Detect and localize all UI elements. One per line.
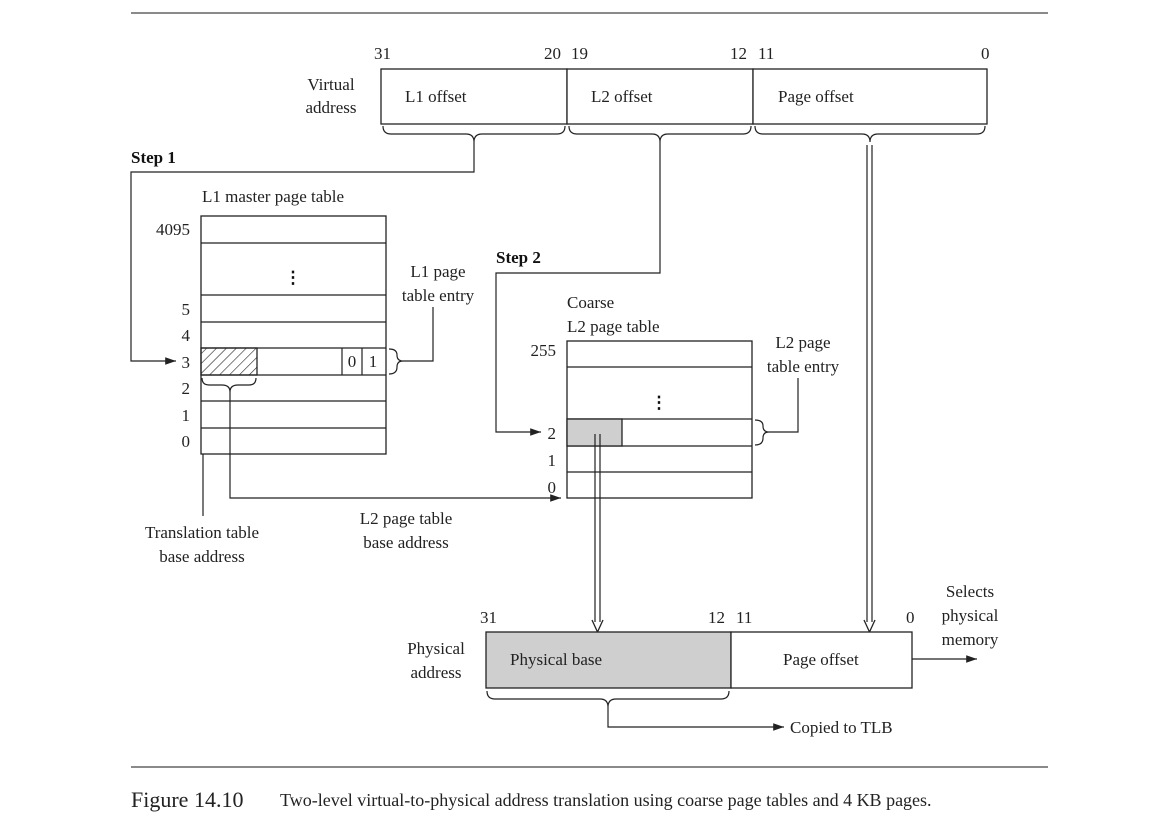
l1-entry-label-1: L1 page	[410, 262, 465, 281]
l2-table-title-1: Coarse	[567, 293, 614, 312]
pa-bit-31: 31	[480, 608, 497, 627]
l1-master-page-table: L1 master page table ⋮ 0 1 4095 5 4 3 2 …	[156, 187, 475, 455]
step-2-label: Step 2	[496, 248, 541, 267]
physical-base-field	[485, 631, 732, 689]
step-1-label: Step 1	[131, 148, 176, 167]
page-offset-brace	[754, 125, 986, 143]
translation-base-label-2: base address	[159, 547, 244, 566]
physical-base-label: Physical base	[510, 650, 602, 669]
l2-base-label-1: L2 page table	[360, 509, 453, 528]
virtual-address-register: Virtual address 31 20 19 12 11 0 L1 offs…	[306, 44, 990, 143]
step-1-arrow	[130, 142, 475, 365]
l1-table-ellipsis: ⋮	[285, 268, 302, 287]
va-bit-0: 0	[981, 44, 990, 63]
l1-entry-brace	[388, 348, 404, 375]
l2-entry-brace	[754, 419, 770, 446]
l1-row-4: 4	[182, 326, 191, 345]
l2-offset-field	[566, 68, 754, 125]
virtual-address-label-1: Virtual	[307, 75, 354, 94]
page-offset-double-arrow	[863, 145, 876, 634]
l2-base-address-arrow	[229, 392, 561, 502]
l2-table-title-2: L2 page table	[567, 317, 660, 336]
physical-page-offset-label: Page offset	[783, 650, 859, 669]
va-bit-20: 20	[544, 44, 561, 63]
selects-label-3: memory	[942, 630, 999, 649]
pa-bit-0: 0	[906, 608, 915, 627]
l1-row-3: 3	[182, 353, 191, 372]
figure-caption: Two-level virtual-to-physical address tr…	[280, 790, 932, 810]
va-bit-19: 19	[571, 44, 588, 63]
l1-entry-leader	[403, 307, 434, 362]
l1-table-title: L1 master page table	[202, 187, 344, 206]
l2-row-255: 255	[531, 341, 557, 360]
l2-row-2: 2	[548, 424, 557, 443]
l2-offset-label: L2 offset	[591, 87, 653, 106]
physical-page-offset-field	[730, 631, 913, 689]
l2-brace	[568, 125, 752, 143]
figure-number: Figure 14.10	[131, 787, 243, 812]
l2-row-0: 0	[548, 478, 557, 497]
l1-entry-base-hatched	[200, 347, 258, 376]
l1-entry-label-2: table entry	[402, 286, 475, 305]
selects-label-2: physical	[942, 606, 999, 625]
pa-bit-12: 12	[708, 608, 725, 627]
page-offset-field	[752, 68, 988, 125]
l2-coarse-page-table: Coarse L2 page table ⋮ 255 2 1 0 L2 page…	[531, 293, 840, 499]
l2-entry-label-2: table entry	[767, 357, 840, 376]
step-2-arrow	[495, 142, 661, 436]
page-offset-label: Page offset	[778, 87, 854, 106]
va-bit-11: 11	[758, 44, 774, 63]
copied-to-tlb-arrow	[607, 707, 784, 731]
l1-offset-label: L1 offset	[405, 87, 467, 106]
physical-address-label-2: address	[411, 663, 462, 682]
l1-entry-bit-0: 0	[348, 352, 357, 371]
translation-base-label-1: Translation table	[145, 523, 259, 542]
l2-entry-label-1: L2 page	[775, 333, 830, 352]
l1-row-0: 0	[182, 432, 191, 451]
physical-base-brace	[486, 690, 730, 708]
va-bit-31: 31	[374, 44, 391, 63]
l2-entry-leader	[769, 378, 799, 433]
l1-row-4095: 4095	[156, 220, 190, 239]
va-bit-12: 12	[730, 44, 747, 63]
l1-table-frame	[200, 215, 387, 455]
l1-brace	[382, 125, 566, 143]
l1-row-5: 5	[182, 300, 191, 319]
physical-address-label-1: Physical	[407, 639, 465, 658]
l1-row-2: 2	[182, 379, 191, 398]
l2-table-ellipsis: ⋮	[651, 393, 668, 412]
copied-to-tlb-label: Copied to TLB	[790, 718, 893, 737]
physical-address-register: Physical address 31 12 11 0 Physical bas…	[407, 608, 915, 708]
l1-entry-bit-1: 1	[369, 352, 378, 371]
l1-row-1: 1	[182, 406, 191, 425]
pa-bit-11: 11	[736, 608, 752, 627]
l2-base-label-2: base address	[363, 533, 448, 552]
l2-row-1: 1	[548, 451, 557, 470]
virtual-address-label-2: address	[306, 98, 357, 117]
selects-label-1: Selects	[946, 582, 994, 601]
